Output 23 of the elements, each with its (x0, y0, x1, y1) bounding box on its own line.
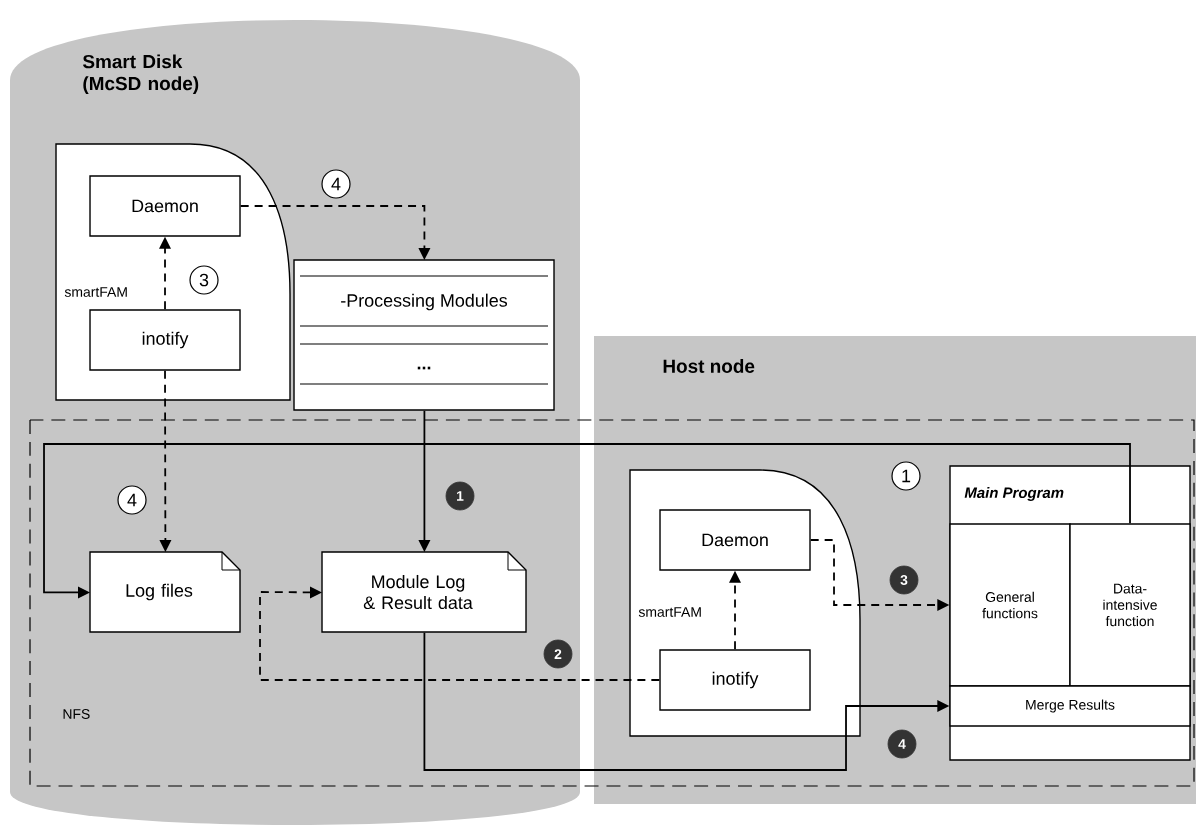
arrow (729, 570, 741, 651)
step-number: 1 (891, 461, 921, 491)
region-title: Smart Disk (McSD node) (82, 54, 199, 94)
arrow (239, 205, 431, 260)
arrow (423, 631, 950, 771)
arrow (418, 409, 431, 552)
step-number: 4 (321, 169, 351, 199)
arrow (43, 443, 1131, 599)
process-box: Daemon (89, 175, 241, 237)
process-box: inotify (89, 309, 241, 371)
step-number: 4 (117, 485, 147, 515)
document-text: Log files (126, 583, 193, 601)
process-box: inotify (659, 649, 811, 711)
document-text: Module Log & Result data (363, 574, 473, 610)
step-number: 3 (189, 265, 219, 295)
module-text: -Processing Modules (341, 293, 508, 311)
region-title: Host node (663, 359, 755, 373)
arrow (809, 539, 950, 611)
arrow (159, 369, 172, 552)
module-text: ... (417, 366, 431, 370)
arrow (159, 236, 171, 311)
process-box: Daemon (659, 509, 811, 571)
arrow (259, 586, 661, 681)
